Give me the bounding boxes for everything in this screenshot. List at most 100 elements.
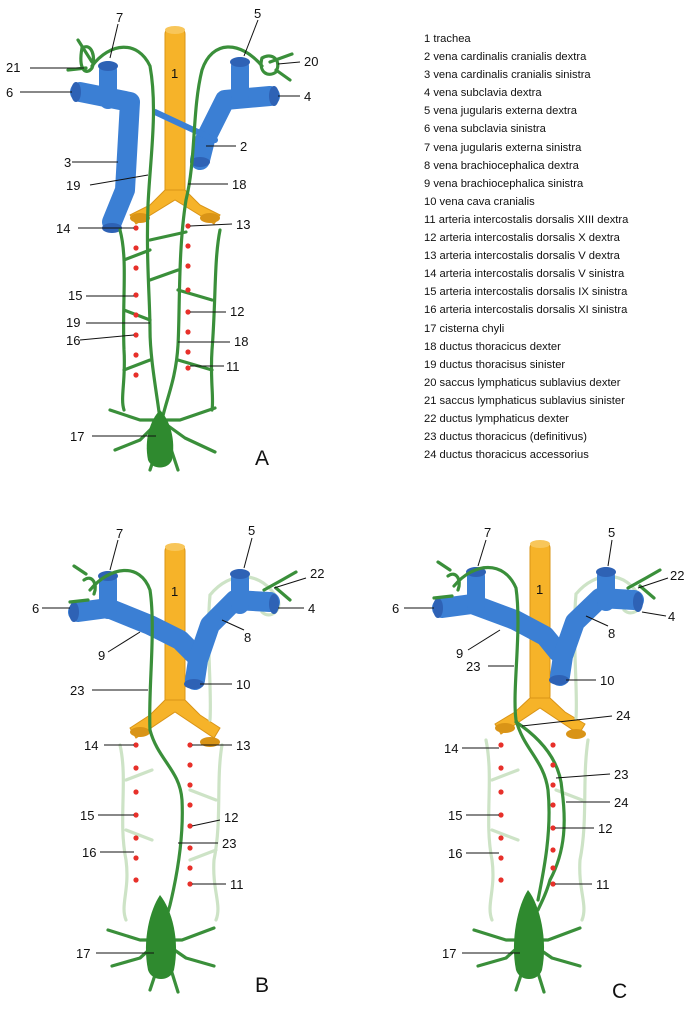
- label-14: 14: [444, 741, 458, 756]
- artery-dot: [550, 847, 555, 852]
- legend-item: 6 vena subclavia sinistra: [424, 120, 628, 138]
- bronchus-left-cut: [130, 727, 150, 737]
- legend-item: 10 vena cava cranialis: [424, 193, 628, 211]
- artery-dot: [133, 835, 138, 840]
- panel-b: 1 4 5 6 7 8 9 10 11 12 13 14 15 16 17 22…: [32, 523, 324, 997]
- panel-letter-c: C: [612, 980, 627, 1003]
- artery-dot: [133, 877, 138, 882]
- vein-cap-4-b: [269, 594, 279, 614]
- legend-item: 16 arteria intercostalis dorsalis XI sin…: [424, 301, 628, 319]
- label-1: 1: [536, 582, 543, 597]
- artery-dot: [185, 287, 190, 292]
- label-15: 15: [448, 808, 462, 823]
- label-4: 4: [668, 609, 675, 624]
- label-7: 7: [116, 526, 123, 541]
- artery-dot: [133, 812, 138, 817]
- artery-dot: [133, 265, 138, 270]
- vein-cap-4-c: [633, 592, 643, 612]
- trachea: [165, 28, 185, 198]
- artery-dot: [187, 823, 192, 828]
- label-24-lower: 24: [614, 795, 628, 810]
- legend-item: 18 ductus thoracicus dexter: [424, 338, 628, 356]
- arteries-left-c: [498, 742, 503, 882]
- label-23-upper: 23: [70, 683, 84, 698]
- bronchus-right-cut: [566, 729, 586, 739]
- legend: 1 trachea 2 vena cardinalis cranialis de…: [424, 30, 628, 464]
- artery-dot: [133, 312, 138, 317]
- vena-brachiocephalica-dextra: [195, 600, 270, 680]
- artery-dot: [185, 349, 190, 354]
- label-6: 6: [6, 85, 13, 100]
- label-2: 2: [240, 139, 247, 154]
- cisterna-chyli-b: [146, 895, 176, 979]
- label-16: 16: [66, 333, 80, 348]
- label-13: 13: [236, 738, 250, 753]
- label-18-upper: 18: [232, 177, 246, 192]
- artery-dot: [133, 292, 138, 297]
- vein-cap-6-b: [69, 602, 79, 622]
- label-9: 9: [98, 648, 105, 663]
- duct-ladder-a: [120, 230, 220, 410]
- label-15: 15: [68, 288, 82, 303]
- artery-dot: [550, 825, 555, 830]
- trachea-top: [165, 26, 185, 34]
- artery-dot: [185, 223, 190, 228]
- legend-item: 24 ductus thoracicus accessorius: [424, 446, 628, 464]
- trachea-top: [165, 543, 185, 551]
- label-16: 16: [448, 846, 462, 861]
- arteries-right-c: [550, 742, 555, 886]
- label-11: 11: [230, 877, 244, 892]
- vein-cap-7-a: [98, 61, 118, 71]
- artery-dot: [187, 762, 192, 767]
- artery-dot: [133, 332, 138, 337]
- label-10: 10: [236, 677, 250, 692]
- label-3: 3: [64, 155, 71, 170]
- artery-dot: [133, 352, 138, 357]
- artery-dot: [550, 782, 555, 787]
- panel-c: 1 4 5 6 7 8 9 10 11 12 14 15 16 17 22 23…: [392, 525, 684, 1003]
- label-22: 22: [310, 566, 324, 581]
- label-6: 6: [392, 601, 399, 616]
- legend-item: 20 saccus lymphaticus sublavius dexter: [424, 374, 628, 392]
- artery-dot: [498, 742, 503, 747]
- label-23-lower: 23: [614, 767, 628, 782]
- legend-item: 13 arteria intercostalis dorsalis V dext…: [424, 247, 628, 265]
- artery-dot: [185, 263, 190, 268]
- vena-subclavia-sinistra: [80, 92, 130, 222]
- artery-dot: [133, 225, 138, 230]
- label-19-lower: 19: [66, 315, 80, 330]
- label-7: 7: [484, 525, 491, 540]
- legend-item: 11 arteria intercostalis dorsalis XIII d…: [424, 211, 628, 229]
- label-10: 10: [600, 673, 614, 688]
- artery-dot: [185, 329, 190, 334]
- bronchus-left-cut: [495, 723, 515, 733]
- artery-dot: [133, 742, 138, 747]
- artery-dot: [498, 855, 503, 860]
- artery-dot: [187, 742, 192, 747]
- label-8: 8: [244, 630, 251, 645]
- artery-dot: [550, 881, 555, 886]
- artery-dot: [187, 845, 192, 850]
- label-1: 1: [171, 66, 178, 81]
- vein-cap-4-a: [269, 86, 279, 106]
- artery-dot: [550, 865, 555, 870]
- trachea-top: [530, 540, 550, 548]
- vein-cap-5-c: [596, 567, 616, 577]
- artery-dot: [187, 802, 192, 807]
- legend-item: 8 vena brachiocephalica dextra: [424, 157, 628, 175]
- artery-dot: [133, 855, 138, 860]
- arteries-left-a: [133, 225, 138, 377]
- legend-item: 14 arteria intercostalis dorsalis V sini…: [424, 265, 628, 283]
- artery-dot: [550, 742, 555, 747]
- label-17: 17: [76, 946, 90, 961]
- label-12: 12: [224, 810, 238, 825]
- artery-dot: [550, 802, 555, 807]
- vein-cap-5-b: [230, 569, 250, 579]
- label-6: 6: [32, 601, 39, 616]
- label-5: 5: [608, 525, 615, 540]
- artery-dot: [185, 243, 190, 248]
- label-4: 4: [304, 89, 311, 104]
- artery-dot: [133, 789, 138, 794]
- label-17: 17: [442, 946, 456, 961]
- label-12: 12: [230, 304, 244, 319]
